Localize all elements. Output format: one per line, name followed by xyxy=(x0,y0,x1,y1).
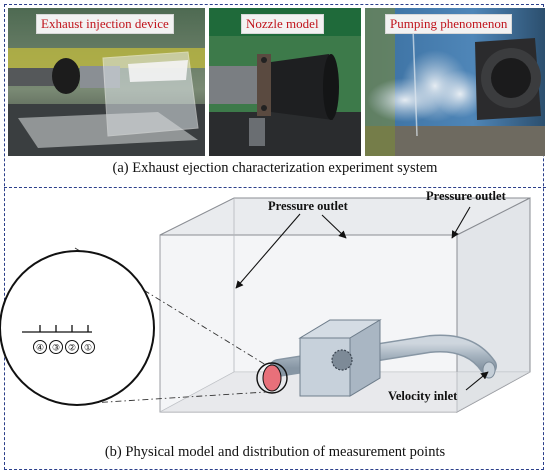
label-pressure-outlet-2: Pressure outlet xyxy=(426,189,507,203)
caption-b: (b) Physical model and distribution of m… xyxy=(104,444,446,460)
measurement-point-3: ③ xyxy=(52,344,60,354)
figure-frame xyxy=(4,4,544,470)
photo-label-pumping-phenomenon: Pumping phenomenon xyxy=(385,14,513,34)
photo-pumping-phenomenon: Pumping phenomenon xyxy=(365,8,545,156)
section-divider xyxy=(4,187,546,188)
injection-device-block xyxy=(298,319,382,397)
zoom-connector-bottom xyxy=(74,391,267,405)
arrow-velocity-inlet xyxy=(465,371,489,391)
caption-a: (a) Exhaust ejection characterization ex… xyxy=(112,160,438,176)
label-velocity-inlet: Velocity inlet xyxy=(388,389,458,403)
photo-label-nozzle-model: Nozzle model xyxy=(241,14,324,34)
measurement-point-2: ② xyxy=(68,344,76,354)
label-pressure-outlet-1: Pressure outlet xyxy=(268,199,349,213)
nozzle-exit xyxy=(256,362,288,394)
physical-model-diagram: ④ ③ ② ① Pressure outlet Pressure outlet … xyxy=(0,189,531,413)
arrow-pressure-outlet-top xyxy=(321,214,347,239)
arrow-pressure-outlet-back xyxy=(451,206,471,239)
photo-label-exhaust-injection-device: Exhaust injection device xyxy=(36,14,174,34)
measurement-point-1: ① xyxy=(84,344,92,354)
arrow-pressure-outlet-side xyxy=(235,213,301,289)
photo-nozzle-model: Nozzle model xyxy=(209,8,361,156)
exhaust-pipe xyxy=(269,334,497,379)
photo-exhaust-injection-device: Exhaust injection device xyxy=(8,8,205,156)
measurement-point-4: ④ xyxy=(36,344,44,354)
zoom-detail-circle: ④ ③ ② ① xyxy=(0,250,155,406)
